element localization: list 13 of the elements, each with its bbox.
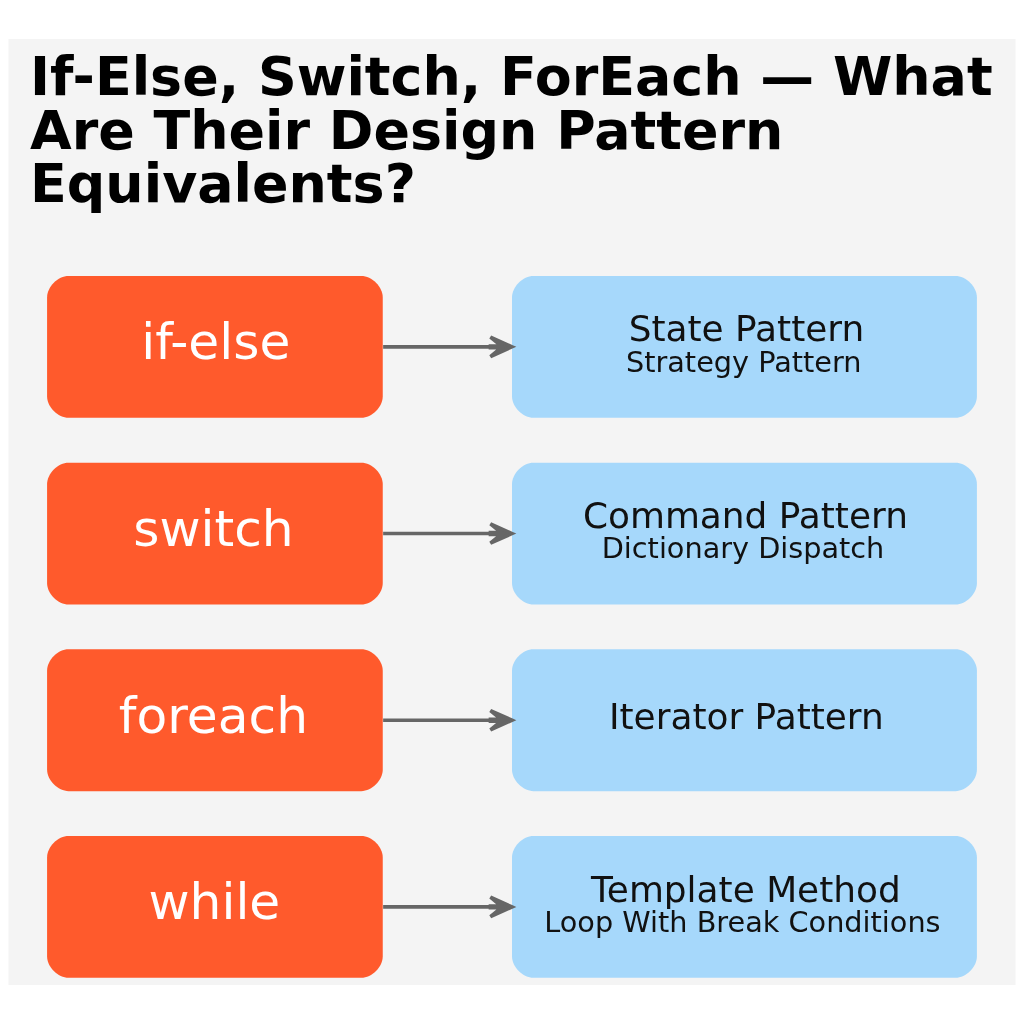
node-box: Command Pattern Dictionary Dispatch	[512, 462, 977, 605]
node-box: while	[47, 836, 383, 978]
arrow	[383, 895, 514, 919]
node-box: if-else	[47, 275, 383, 418]
arrow	[383, 522, 514, 546]
node-box: switch	[47, 462, 383, 605]
node-box: foreach	[47, 649, 383, 792]
node-box: Iterator Pattern	[512, 649, 977, 792]
node-box: Template Method Loop With Break Conditions	[512, 836, 977, 978]
node-box: State Pattern Strategy Pattern	[512, 275, 977, 418]
arrow	[383, 335, 514, 359]
diagram-title: If-Else, Switch, ForEach — What Are Their Design Pattern Equivalents?	[30, 44, 993, 216]
arrow	[383, 708, 514, 732]
